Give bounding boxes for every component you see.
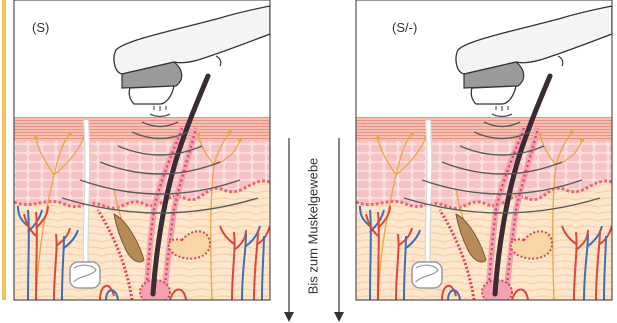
depth-label: Bis zum Muskelgewebe — [306, 158, 321, 295]
depth-arrow-right — [334, 138, 344, 322]
panel-left-illustration — [14, 0, 270, 304]
panel-right-illustration — [356, 0, 612, 304]
depth-arrow-left — [284, 138, 294, 322]
panel-label-right: (S/-) — [392, 20, 417, 35]
accent-bar — [2, 0, 6, 300]
panel-label-left: (S) — [32, 20, 49, 35]
